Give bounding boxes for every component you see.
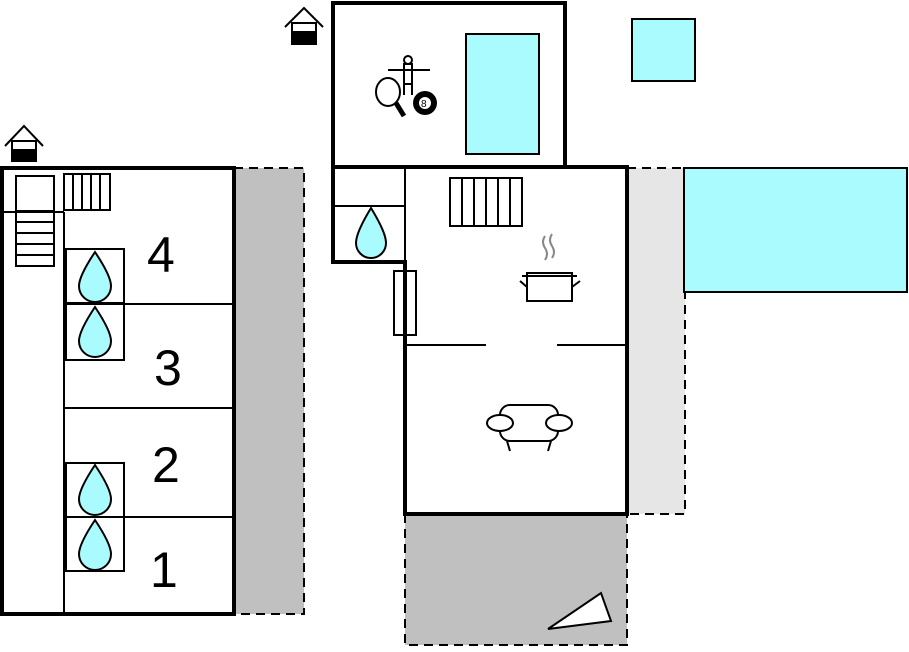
left-terrace-border (234, 167, 305, 615)
left-terrace (234, 168, 304, 614)
house-icon (284, 6, 324, 45)
water-drop-icon (77, 305, 113, 358)
room-number-2: 2 (152, 437, 180, 493)
water-drop-icon (77, 518, 113, 571)
foosball-icon (388, 55, 430, 95)
cooking-pot-icon (519, 233, 581, 302)
pool-small (631, 18, 696, 82)
stairs-icon (15, 175, 55, 267)
sofa-icon (486, 404, 573, 452)
right-patio (627, 168, 685, 514)
billiard-ball-number: 8 (421, 99, 427, 110)
billiard-ball-icon: 8 (413, 91, 437, 115)
room-number-4: 4 (147, 227, 175, 283)
game-room-walls (331, 1, 629, 516)
table-tennis-icon (375, 77, 407, 118)
water-drop-icon (354, 206, 388, 259)
room-number-3: 3 (154, 340, 182, 396)
window-element (393, 270, 417, 336)
water-drop-icon (77, 250, 113, 303)
water-drop-icon (77, 463, 113, 516)
bottom-terrace (405, 514, 627, 645)
bathroom-room-4 (65, 248, 125, 304)
stairs-icon (63, 173, 111, 211)
house-icon (4, 124, 44, 162)
right-patio-border (627, 167, 686, 515)
bathroom-room-3 (65, 303, 125, 361)
left-building (0, 166, 236, 616)
radiator-icon (449, 177, 523, 227)
bathroom-room-2 (65, 462, 125, 518)
pool-large (683, 167, 908, 293)
compass-arrow-icon (547, 591, 613, 630)
bathroom-room-1 (65, 516, 125, 572)
room-number-1: 1 (150, 542, 178, 598)
game-room-pool-table (465, 33, 540, 155)
bottom-terrace-border (404, 514, 628, 646)
